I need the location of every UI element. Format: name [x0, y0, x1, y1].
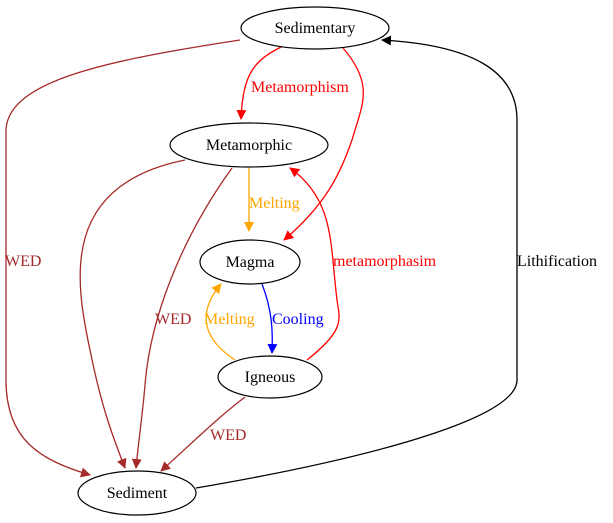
node-magma[interactable]: Magma — [199, 239, 301, 285]
edge-sedimentary-to-metamorphic — [236, 45, 284, 120]
node-magma-label: Magma — [226, 254, 275, 271]
label-metamorphasim: metamorphasim — [333, 253, 437, 270]
label-metamorphism: Metamorphism — [251, 79, 349, 96]
label-melting-igneous-magma: Melting — [204, 311, 255, 328]
label-wed-sedimentary-sediment: WED — [5, 253, 41, 270]
node-igneous-label: Igneous — [245, 369, 296, 386]
edge-metamorphic-to-sediment-right — [131, 167, 233, 469]
label-melting-metamorphic-magma: Melting — [249, 195, 300, 212]
label-wed-igneous-sediment: WED — [210, 427, 246, 444]
edge-sedimentary-to-magma — [283, 47, 364, 241]
label-lithification: Lithification — [517, 253, 597, 270]
edge-igneous-to-magma — [205, 283, 236, 361]
label-wed-metamorphic-sediment: WED — [155, 311, 191, 328]
node-metamorphic[interactable]: Metamorphic — [169, 122, 329, 168]
node-sediment-label: Sediment — [107, 485, 168, 502]
edge-metamorphic-to-sediment-left — [79, 159, 186, 469]
edge-igneous-to-sediment — [160, 396, 246, 472]
edge-igneous-to-metamorphic — [289, 167, 340, 361]
node-sedimentary-label: Sedimentary — [275, 20, 356, 37]
node-igneous[interactable]: Igneous — [217, 355, 323, 399]
node-sediment[interactable]: Sediment — [77, 470, 197, 516]
label-cooling: Cooling — [272, 311, 324, 328]
edge-sediment-to-sedimentary — [195, 35, 518, 489]
edge-magma-to-igneous — [261, 283, 278, 354]
edge-sedimentary-to-sediment — [5, 39, 241, 478]
node-sedimentary[interactable]: Sedimentary — [240, 6, 390, 50]
node-metamorphic-label: Metamorphic — [206, 137, 292, 154]
